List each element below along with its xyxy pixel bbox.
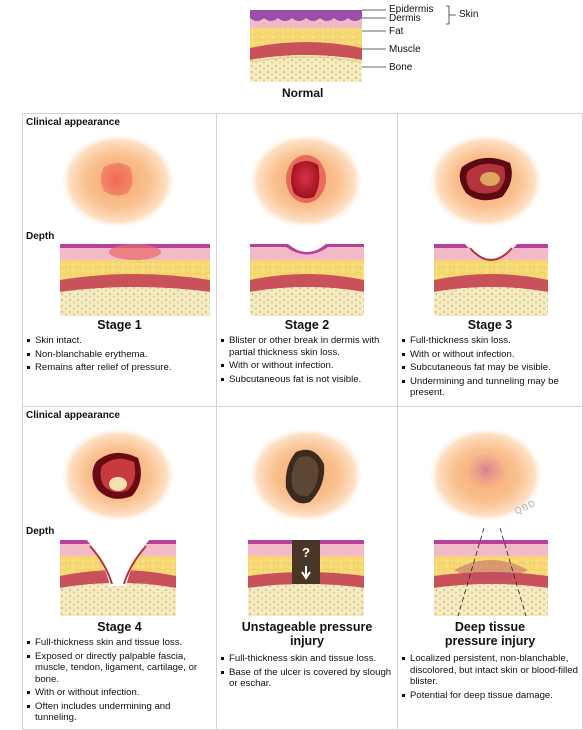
bullet: Full-thickness skin and tissue loss. [221, 653, 393, 665]
bullet: Base of the ulcer is covered by slough o… [221, 667, 393, 690]
stage-4-bullets: Full-thickness skin and tissue loss. Exp… [27, 637, 213, 726]
clinical-appearance-label: Clinical appearance [26, 117, 120, 128]
unstageable-clinical-image [244, 424, 368, 526]
stage-2-title: Stage 2 [216, 318, 398, 332]
stage-4-clinical-image [56, 424, 180, 526]
bullet: Subcutaneous fat is not visible. [221, 374, 395, 386]
clinical-appearance-label: Clinical appearance [26, 410, 120, 421]
label-fat: Fat [389, 26, 403, 37]
normal-skin-diagram [250, 10, 362, 82]
stage-3-bullets: Full-thickness skin loss. With or withou… [402, 335, 580, 401]
label-dermis: Dermis [389, 13, 421, 24]
depth-label: Depth [26, 231, 54, 242]
deep-tissue-clinical-image [424, 424, 548, 526]
stage-4-title: Stage 4 [22, 620, 217, 634]
bullet: Full-thickness skin loss. [402, 335, 580, 347]
bullet: Undermining and tunneling may be present… [402, 376, 580, 399]
bullet: Localized persistent, non-blanchable, di… [402, 653, 580, 688]
depth-label: Depth [26, 526, 54, 537]
bullet: Non-blanchable erythema. [27, 349, 213, 361]
label-skin: Skin [459, 9, 478, 20]
unstageable-title: Unstageable pressure injury [236, 620, 378, 648]
deep-tissue-title: Deep tissue pressure injury [430, 620, 550, 648]
normal-title: Normal [282, 86, 323, 100]
stage-2-depth-diagram [250, 244, 364, 316]
deep-tissue-leader-lines [450, 526, 530, 618]
stage-1-clinical-image [56, 131, 180, 231]
bullet: Potential for deep tissue damage. [402, 690, 580, 702]
bullet: With or without infection. [221, 360, 395, 372]
bullet: Exposed or directly palpable fascia, mus… [27, 651, 213, 686]
unstageable-bullets: Full-thickness skin and tissue loss. Bas… [221, 653, 393, 692]
bullet: Often includes undermining and tunneling… [27, 701, 213, 724]
stage-3-clinical-image [424, 131, 548, 231]
stage-1-bullets: Skin intact. Non-blanchable erythema. Re… [27, 335, 213, 376]
bullet: With or without infection. [402, 349, 580, 361]
deep-tissue-bullets: Localized persistent, non-blanchable, di… [402, 653, 580, 703]
bullet: Blister or other break in dermis with pa… [221, 335, 395, 358]
unstageable-question-mark: ? [302, 545, 310, 560]
stage-3-title: Stage 3 [397, 318, 583, 332]
label-bone: Bone [389, 62, 412, 73]
stage-1-title: Stage 1 [22, 318, 217, 332]
bullet: Subcutaneous fat may be visible. [402, 362, 580, 374]
stage-4-depth-diagram [60, 540, 176, 616]
stage-3-depth-diagram [434, 244, 548, 316]
stage-2-bullets: Blister or other break in dermis with pa… [221, 335, 395, 387]
bullet: Remains after relief of pressure. [27, 362, 213, 374]
stage-1-depth-diagram [60, 244, 210, 316]
bullet: With or without infection. [27, 687, 213, 699]
bullet: Full-thickness skin and tissue loss. [27, 637, 213, 649]
stage-2-clinical-image [244, 131, 368, 231]
label-muscle: Muscle [389, 44, 421, 55]
bullet: Skin intact. [27, 335, 213, 347]
